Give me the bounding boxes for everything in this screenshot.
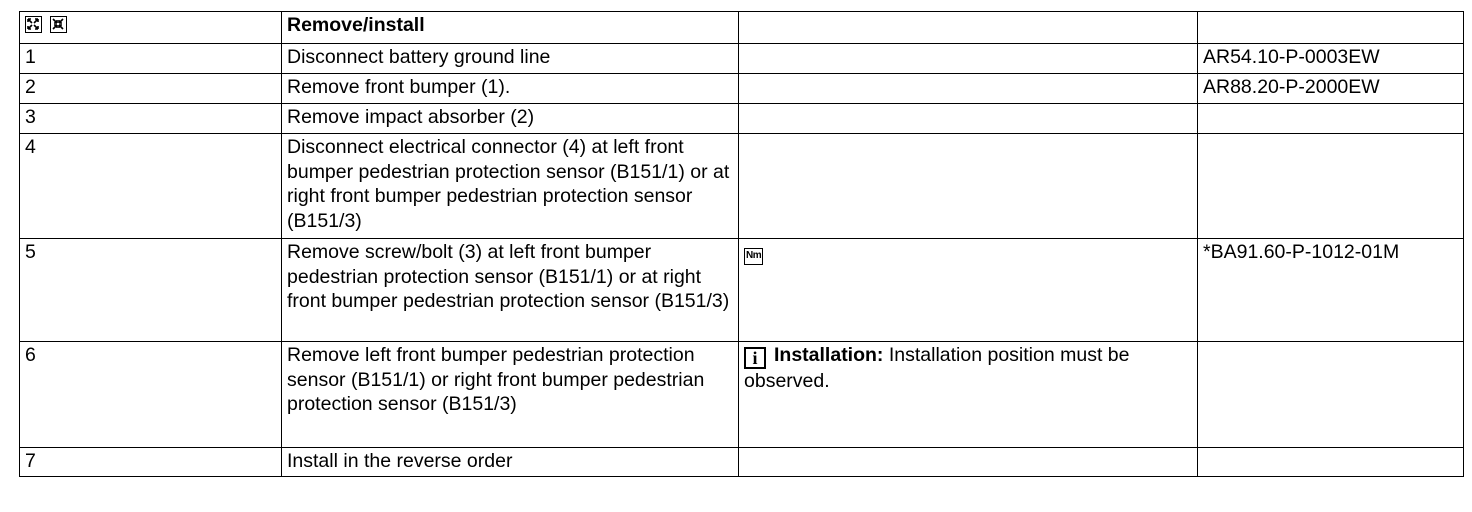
- step-text: Remove impact absorber (2): [281, 103, 739, 134]
- step-number: 6: [19, 341, 282, 448]
- table-row: 7 Install in the reverse order: [19, 447, 1464, 477]
- header-ref-cell: [1197, 11, 1464, 44]
- step-reference-link: [1197, 341, 1464, 448]
- step-reference-link: [1197, 103, 1464, 134]
- step-number: 5: [19, 238, 282, 342]
- step-text: Remove left front bumper pedestrian prot…: [281, 341, 739, 448]
- step-note: [738, 43, 1198, 74]
- step-text: Remove front bumper (1).: [281, 73, 739, 104]
- table-row: 3 Remove impact absorber (2): [19, 103, 1464, 134]
- step-note: [738, 103, 1198, 134]
- step-number: 4: [19, 133, 282, 239]
- step-number: 2: [19, 73, 282, 104]
- step-note: [738, 447, 1198, 477]
- header-note-cell: [738, 11, 1198, 44]
- step-text: Remove screw/bolt (3) at left front bump…: [281, 238, 739, 342]
- step-reference-link[interactable]: AR88.20-P-2000EW: [1197, 73, 1464, 104]
- step-number: 7: [19, 447, 282, 477]
- table-row: 4 Disconnect electrical connector (4) at…: [19, 133, 1464, 239]
- note-label: Installation:: [774, 344, 884, 366]
- table-row: 5 Remove screw/bolt (3) at left front bu…: [19, 238, 1464, 342]
- step-reference-link: [1197, 133, 1464, 239]
- collapse-arrows-icon[interactable]: [50, 16, 67, 33]
- step-note: i Installation: Installation position mus…: [738, 341, 1198, 448]
- step-text: Install in the reverse order: [281, 447, 739, 477]
- expand-arrows-icon[interactable]: [25, 16, 42, 33]
- table-row: 1 Disconnect battery ground line AR54.10…: [19, 43, 1464, 74]
- table-header-row: Remove/install: [19, 11, 1464, 44]
- header-title-cell: Remove/install: [281, 11, 739, 44]
- step-number: 1: [19, 43, 282, 74]
- step-reference-link: [1197, 447, 1464, 477]
- step-number: 3: [19, 103, 282, 134]
- step-reference-link[interactable]: *BA91.60-P-1012-01M: [1197, 238, 1464, 342]
- procedure-table: Remove/install 1 Disconnect battery grou…: [19, 11, 1464, 477]
- step-note: [738, 133, 1198, 239]
- info-icon: i: [744, 347, 766, 369]
- torque-nm-icon[interactable]: Nm: [744, 248, 764, 265]
- section-title: Remove/install: [287, 14, 425, 36]
- step-reference-link[interactable]: AR54.10-P-0003EW: [1197, 43, 1464, 74]
- table-row: 2 Remove front bumper (1). AR88.20-P-200…: [19, 73, 1464, 104]
- step-note: Nm: [738, 238, 1198, 342]
- note-text: Installation position must be observed.: [744, 344, 1130, 392]
- table-row: 6 Remove left front bumper pedestrian pr…: [19, 341, 1464, 448]
- step-note: [738, 73, 1198, 104]
- header-icons-cell: [19, 11, 282, 44]
- step-text: Disconnect battery ground line: [281, 43, 739, 74]
- step-text: Disconnect electrical connector (4) at l…: [281, 133, 739, 239]
